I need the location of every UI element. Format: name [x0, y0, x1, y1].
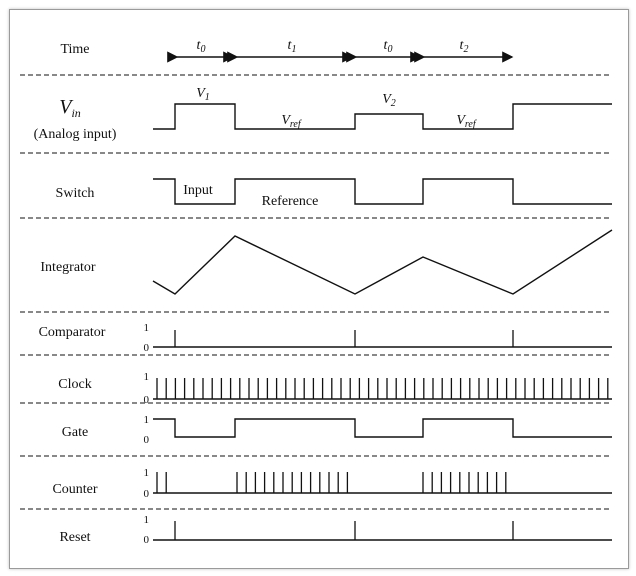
switch-state-reference: Reference [262, 194, 319, 209]
timing-diagram-frame [9, 9, 629, 569]
interval-label-t0-b: t0 [384, 38, 393, 55]
comparator-low-level: 0 [144, 342, 150, 354]
gate-low-level: 0 [144, 434, 150, 446]
row-label-clock: Clock [58, 377, 91, 392]
gate-waveform [153, 418, 612, 438]
row-label-counter: Counter [52, 482, 97, 497]
vin-level-v2: V2 [382, 92, 396, 109]
row-label-vin-caption: (Analog input) [34, 127, 117, 142]
row-separators [20, 74, 612, 510]
vin-waveform [153, 103, 612, 130]
counter-high-level: 1 [144, 467, 150, 479]
row-label-reset: Reset [59, 530, 90, 545]
row-label-gate: Gate [62, 425, 88, 440]
counter-low-level: 0 [144, 488, 150, 500]
interval-label-t0-a: t0 [197, 38, 206, 55]
switch-waveform [153, 178, 612, 205]
row-label-integrator: Integrator [40, 260, 96, 275]
integrator-waveform [152, 229, 613, 295]
gate-high-level: 1 [144, 414, 150, 426]
row-label-comparator: Comparator [39, 325, 106, 340]
row-label-switch: Switch [56, 186, 95, 201]
vin-symbol: V [59, 96, 74, 118]
switch-state-input: Input [183, 183, 213, 198]
vin-subscript: in [71, 106, 80, 120]
vin-level-vref-b: Vref [456, 113, 477, 130]
clock-high-level: 1 [144, 371, 150, 383]
comparator-high-level: 1 [144, 322, 150, 334]
reset-low-level: 0 [144, 534, 150, 546]
interval-label-t2: t2 [460, 38, 469, 55]
vin-level-vref-a: Vref [281, 113, 302, 130]
vin-level-v1: V1 [196, 86, 210, 103]
row-label-time: Time [60, 42, 89, 57]
reset-high-level: 1 [144, 514, 150, 526]
clock-pulses [156, 378, 609, 399]
interval-label-t1: t1 [288, 38, 297, 55]
counter-pulses [156, 472, 507, 493]
row-label-vin: Vin [59, 96, 81, 120]
clock-low-level: 0 [144, 394, 150, 406]
